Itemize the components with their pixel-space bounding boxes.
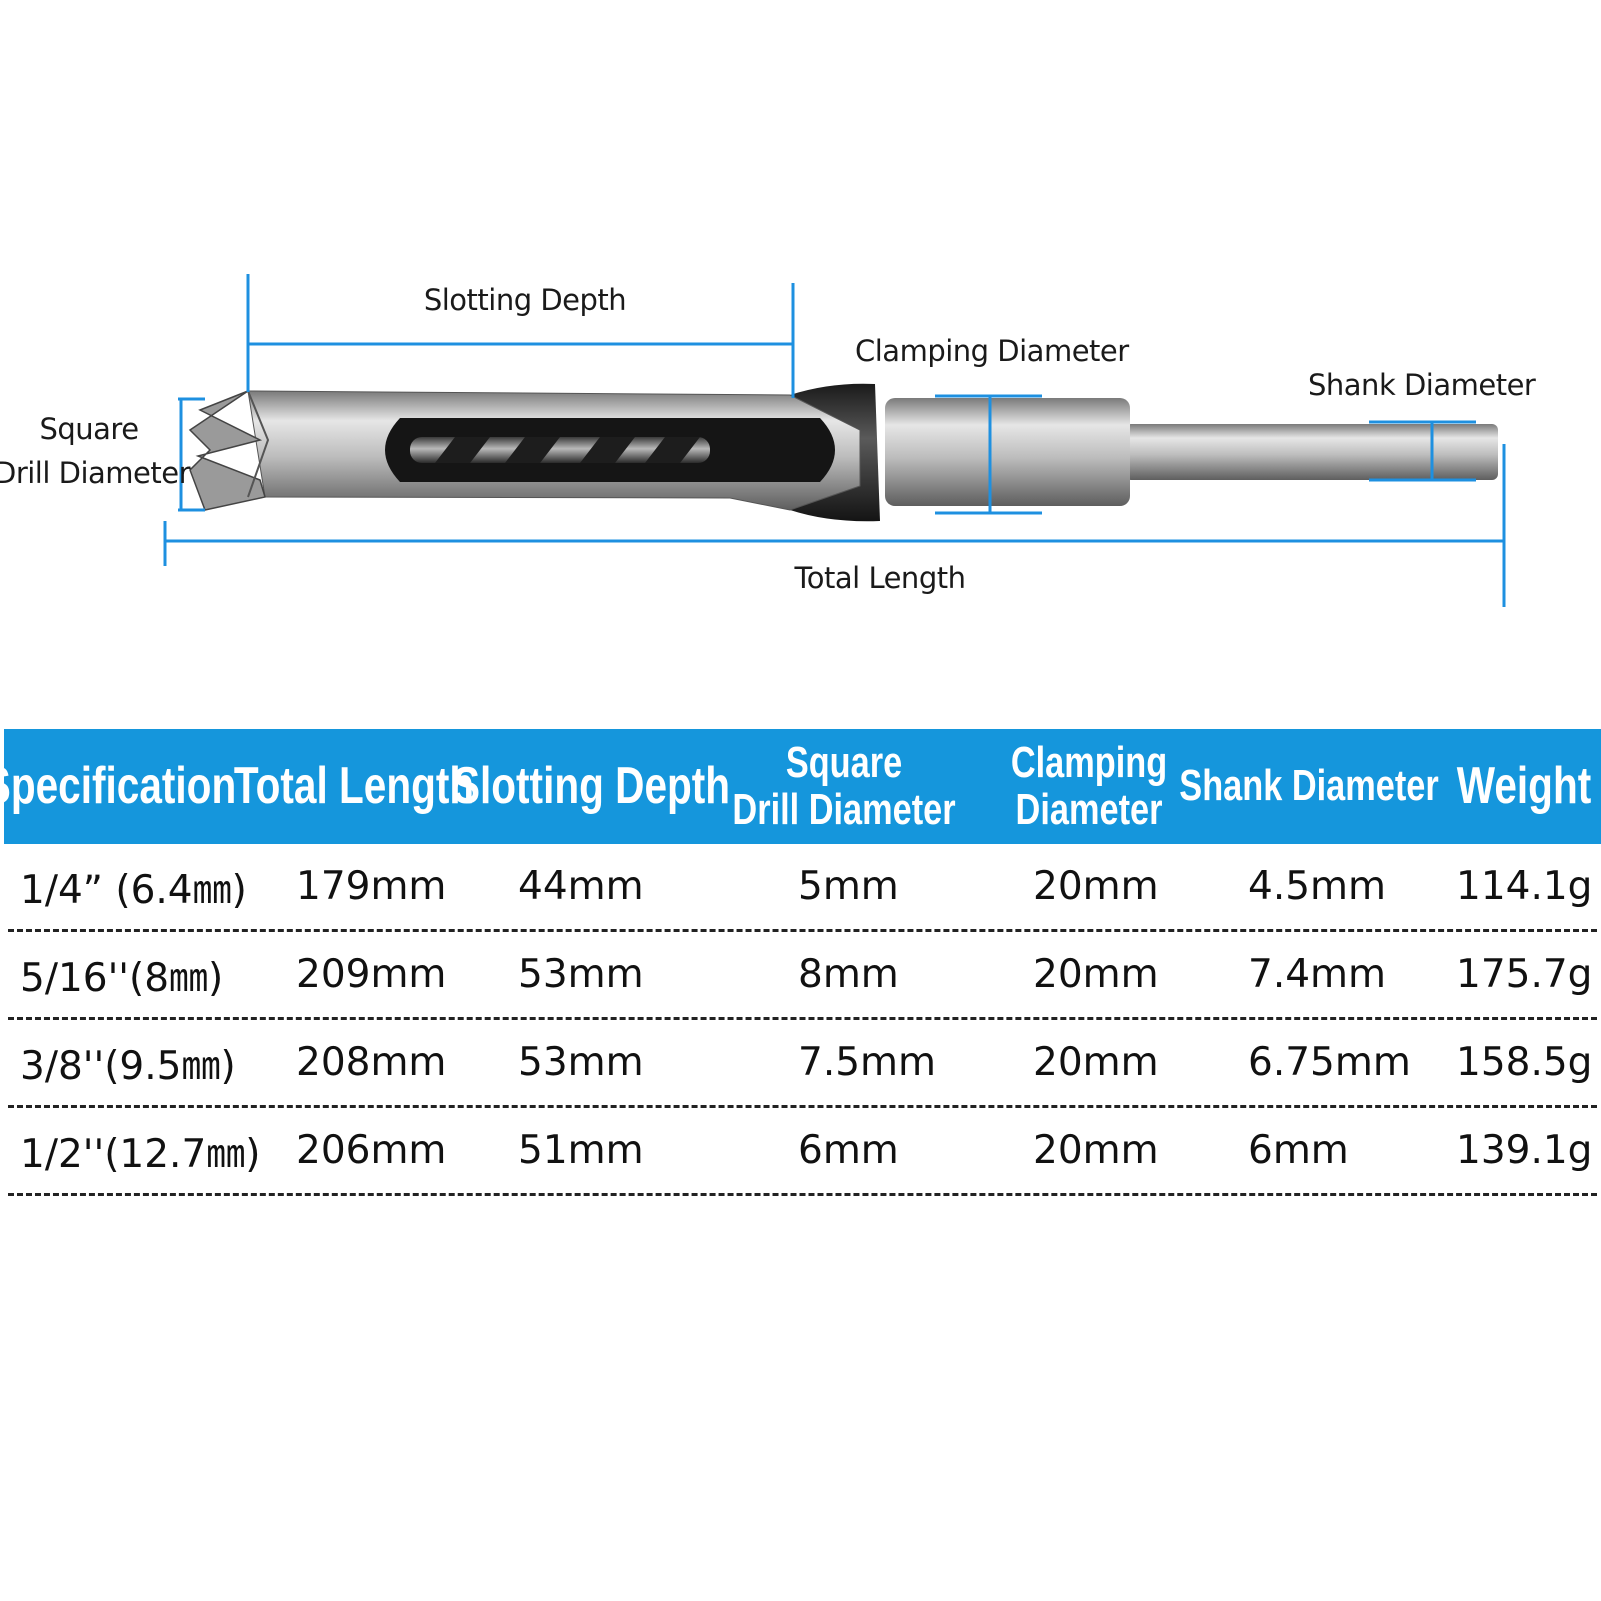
cell-clamping-diameter: 20mm <box>1033 1040 1159 1085</box>
cell-weight: 114.1g <box>1456 864 1593 909</box>
bit-dimension-diagram: Slotting Depth Clamping Diameter Shank D… <box>0 0 1601 640</box>
header-clamping-diameter: Clamping Diameter <box>1010 738 1168 834</box>
cell-weight: 158.5g <box>1456 1040 1593 1085</box>
header-specification: Specification <box>0 757 237 816</box>
auger-flutes <box>435 437 700 463</box>
label-square-line2: Drill Diameter <box>0 456 191 490</box>
cell-shank-diameter: 7.4mm <box>1248 952 1387 997</box>
cell-shank-diameter: 4.5mm <box>1248 864 1387 909</box>
cell-slotting-depth: 53mm <box>518 1040 644 1085</box>
cell-clamping-diameter: 20mm <box>1033 1128 1159 1173</box>
cell-slotting-depth: 53mm <box>518 952 644 997</box>
cell-square-drill-diameter: 7.5mm <box>798 1040 937 1085</box>
table-row: 5/16''(8㎜) 209mm 53mm 8mm 20mm 7.4mm 175… <box>8 932 1597 1020</box>
specification-table: Specification Total Length Slotting Dept… <box>0 729 1601 1196</box>
cell-specification: 1/4” (6.4㎜) <box>20 867 247 913</box>
cell-clamping-diameter: 20mm <box>1033 864 1159 909</box>
chisel-bit-illustration <box>163 274 1506 607</box>
cell-total-length: 208mm <box>296 1040 447 1085</box>
dimension-lines <box>163 274 1506 607</box>
cell-total-length: 179mm <box>296 864 447 909</box>
table-row: 3/8''(9.5㎜) 208mm 53mm 7.5mm 20mm 6.75mm… <box>8 1020 1597 1108</box>
cell-shank-diameter: 6.75mm <box>1248 1040 1411 1085</box>
cell-square-drill-diameter: 5mm <box>798 864 899 909</box>
cell-specification: 1/2''(12.7㎜) <box>20 1131 261 1177</box>
cell-weight: 139.1g <box>1456 1128 1593 1173</box>
cell-slotting-depth: 51mm <box>518 1128 644 1173</box>
table-row: 1/4” (6.4㎜) 179mm 44mm 5mm 20mm 4.5mm 11… <box>8 844 1597 932</box>
cell-square-drill-diameter: 8mm <box>798 952 899 997</box>
label-square-line1: Square <box>39 412 139 446</box>
header-shank-diameter: Shank Diameter <box>1179 761 1439 811</box>
drill-tip <box>188 390 266 511</box>
table-header: Specification Total Length Slotting Dept… <box>0 729 1601 844</box>
label-slotting-depth: Slotting Depth <box>423 283 627 317</box>
shank <box>1125 424 1498 480</box>
cell-specification: 5/16''(8㎜) <box>20 955 224 1001</box>
cell-shank-diameter: 6mm <box>1248 1128 1349 1173</box>
label-clamping-diameter: Clamping Diameter <box>855 334 1129 368</box>
cell-total-length: 206mm <box>296 1128 447 1173</box>
cell-square-drill-diameter: 6mm <box>798 1128 899 1173</box>
cell-specification: 3/8''(9.5㎜) <box>20 1043 236 1089</box>
label-total-length: Total Length <box>794 561 966 595</box>
header-slotting-depth: Slotting Depth <box>452 757 731 816</box>
header-weight: Weight <box>1456 757 1592 816</box>
header-square-drill-diameter: Square Drill Diameter <box>732 738 956 834</box>
cell-total-length: 209mm <box>296 952 447 997</box>
clamping-cylinder <box>885 398 1130 506</box>
cell-slotting-depth: 44mm <box>518 864 644 909</box>
cell-weight: 175.7g <box>1456 952 1593 997</box>
cell-clamping-diameter: 20mm <box>1033 952 1159 997</box>
table-row: 1/2''(12.7㎜) 206mm 51mm 6mm 20mm 6mm 139… <box>8 1108 1597 1196</box>
label-shank-diameter: Shank Diameter <box>1308 368 1536 402</box>
header-total-length: Total Length <box>233 757 475 816</box>
